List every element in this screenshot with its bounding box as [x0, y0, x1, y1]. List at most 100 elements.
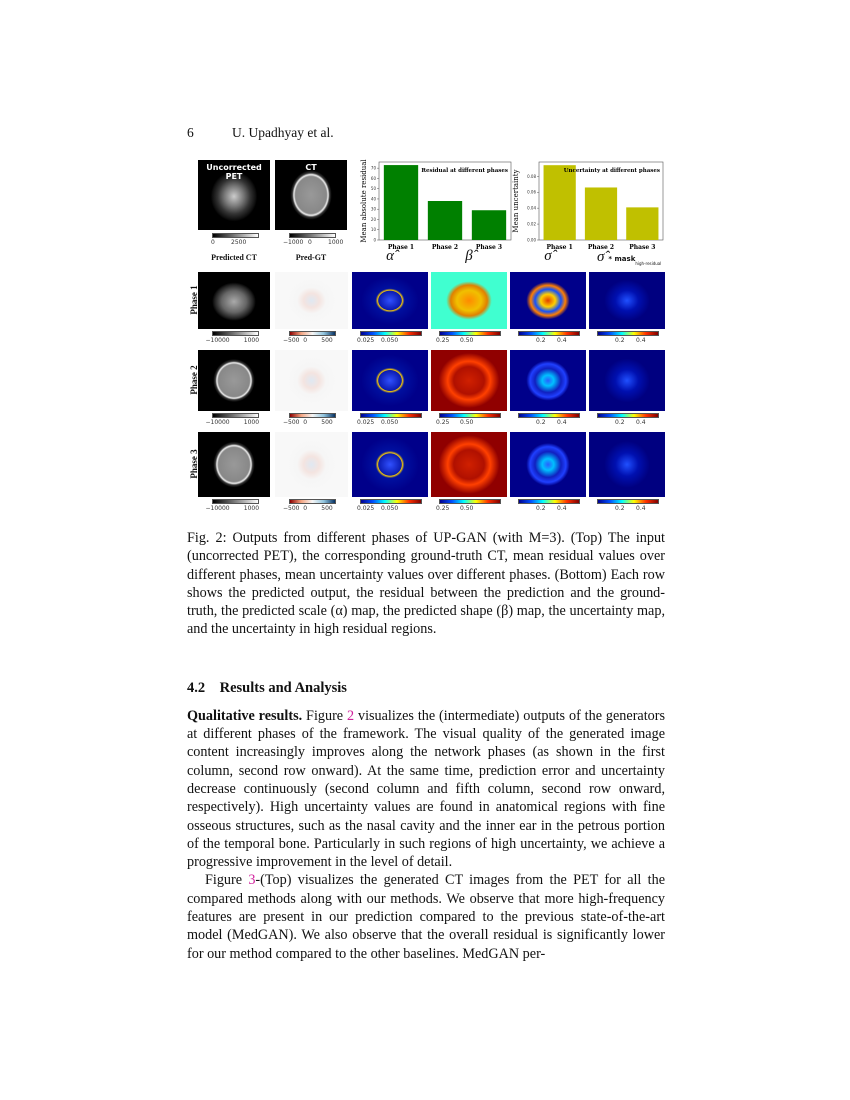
chart-title: Residual at different phases: [421, 168, 508, 174]
tick-label: 0.25: [436, 505, 450, 512]
tick-label: 500: [321, 419, 333, 426]
predicted-ct-image: [198, 432, 270, 497]
colorbar: [360, 331, 422, 336]
tick-label: 0: [225, 419, 230, 426]
tick-label: −500: [283, 505, 300, 512]
y-tick-label: 0.00: [527, 238, 536, 243]
tick-label: 1000: [243, 337, 260, 344]
beta-map-image: [431, 432, 507, 497]
tick-label: 0.50: [460, 419, 474, 426]
y-tick-label: 10: [371, 227, 377, 232]
bar-phase-3: [471, 210, 507, 240]
tick-label: 0.25: [436, 419, 450, 426]
running-header: U. Upadhyay et al.: [232, 125, 334, 140]
colorbar: [439, 413, 501, 418]
pred-gt-residual-image: [275, 272, 348, 329]
sigma-map-image: [510, 350, 586, 411]
text: Figure: [205, 872, 249, 889]
mask-subscript: high-residual: [635, 261, 662, 267]
colorbar: [439, 499, 501, 504]
y-tick-label: 70: [371, 166, 377, 171]
bar-phase-2: [584, 187, 618, 240]
predicted-ct-image: [198, 272, 270, 329]
column-header-sigma-mask: σ̂ * maskhigh-residual: [597, 248, 661, 266]
colorbar: [518, 331, 580, 336]
x-tick-label: Phase 2: [588, 244, 614, 250]
y-tick-label: 0.06: [527, 190, 536, 195]
tick-label: 1000: [243, 419, 260, 426]
tick-label: 0.2: [536, 419, 546, 426]
colorbar: [211, 331, 259, 336]
tick-label: 0.4: [636, 505, 646, 512]
beta-map-image: [431, 350, 507, 411]
colorbar: [211, 499, 259, 504]
sigma-mask-map-image: [589, 432, 665, 497]
sigma-symbol: σ̂: [597, 249, 605, 265]
tick-label: 0.25: [436, 337, 450, 344]
tick-label: 0.025: [357, 337, 375, 344]
tick-label: 0: [308, 239, 312, 246]
colorbar: [518, 499, 580, 504]
text: -(Top) visualizes the generated CT image…: [187, 872, 665, 962]
paragraph-lead: Qualitative results.: [187, 707, 303, 724]
colorbar: [439, 331, 501, 336]
tick-label: 1000: [328, 239, 344, 246]
colorbar: [597, 413, 659, 418]
paragraph-qualitative-results: Qualitative results. Figure 2 visualizes…: [187, 707, 665, 872]
tick-label: 0: [225, 505, 230, 512]
tick-label: 0.50: [460, 337, 474, 344]
y-tick-label: 50: [371, 186, 377, 191]
image-label: CT: [305, 163, 317, 172]
figure-ref-link[interactable]: 2: [347, 707, 355, 724]
column-header: Pred-GT: [295, 253, 327, 262]
pred-gt-residual-image: [275, 350, 348, 411]
tick-label: 0.2: [615, 337, 625, 344]
tick-label: 500: [321, 337, 333, 344]
bar-phase-3: [626, 207, 659, 240]
colorbar: [518, 413, 580, 418]
colorbar: [289, 233, 336, 238]
tick-label: 0.4: [557, 337, 567, 344]
tick-label: 0: [211, 239, 215, 246]
chart-title: Uncertainty at different phases: [564, 168, 660, 174]
section-heading: 4.2 Results and Analysis: [187, 679, 665, 697]
figure-caption: Fig. 2: Outputs from different phases of…: [187, 530, 665, 638]
tick-label: −1000: [205, 337, 226, 344]
bar-phase-1: [543, 165, 576, 240]
colorbar: [289, 331, 336, 336]
uncorrected-pet-image: Uncorrected PET: [198, 160, 270, 230]
colorbar: [289, 499, 336, 504]
tick-label: 0: [225, 337, 230, 344]
y-tick-label: 30: [371, 207, 377, 212]
tick-label: −1000: [205, 419, 226, 426]
tick-label: 0.025: [357, 419, 375, 426]
tick-label: 0.4: [636, 337, 646, 344]
beta-map-image: [431, 272, 507, 329]
tick-label: −1000: [205, 505, 226, 512]
image-label: Uncorrected PET: [206, 163, 262, 181]
tick-label: 0: [303, 337, 308, 344]
ct-image: CT: [275, 160, 347, 230]
tick-label: 500: [321, 505, 333, 512]
colorbar: [289, 413, 336, 418]
tick-label: 2500: [231, 239, 247, 246]
tick-label: 0.050: [381, 505, 399, 512]
sigma-mask-map-image: [589, 350, 665, 411]
tick-label: 0.2: [536, 337, 546, 344]
tick-label: 1000: [243, 505, 260, 512]
predicted-ct-image: [198, 350, 270, 411]
alpha-map-image: [352, 272, 428, 329]
y-tick-label: 0.08: [527, 174, 536, 179]
y-tick-label: 60: [371, 176, 377, 181]
y-tick-label: 20: [371, 217, 377, 222]
bar-phase-2: [427, 201, 463, 240]
colorbar: [360, 413, 422, 418]
tick-label: 0.025: [357, 505, 375, 512]
tick-label: 0.2: [536, 505, 546, 512]
figure-ref-link[interactable]: 3: [248, 872, 256, 889]
x-tick-label: Phase 1: [547, 244, 573, 250]
section-title: Results and Analysis: [219, 679, 347, 696]
x-tick-label: Phase 2: [432, 244, 458, 250]
